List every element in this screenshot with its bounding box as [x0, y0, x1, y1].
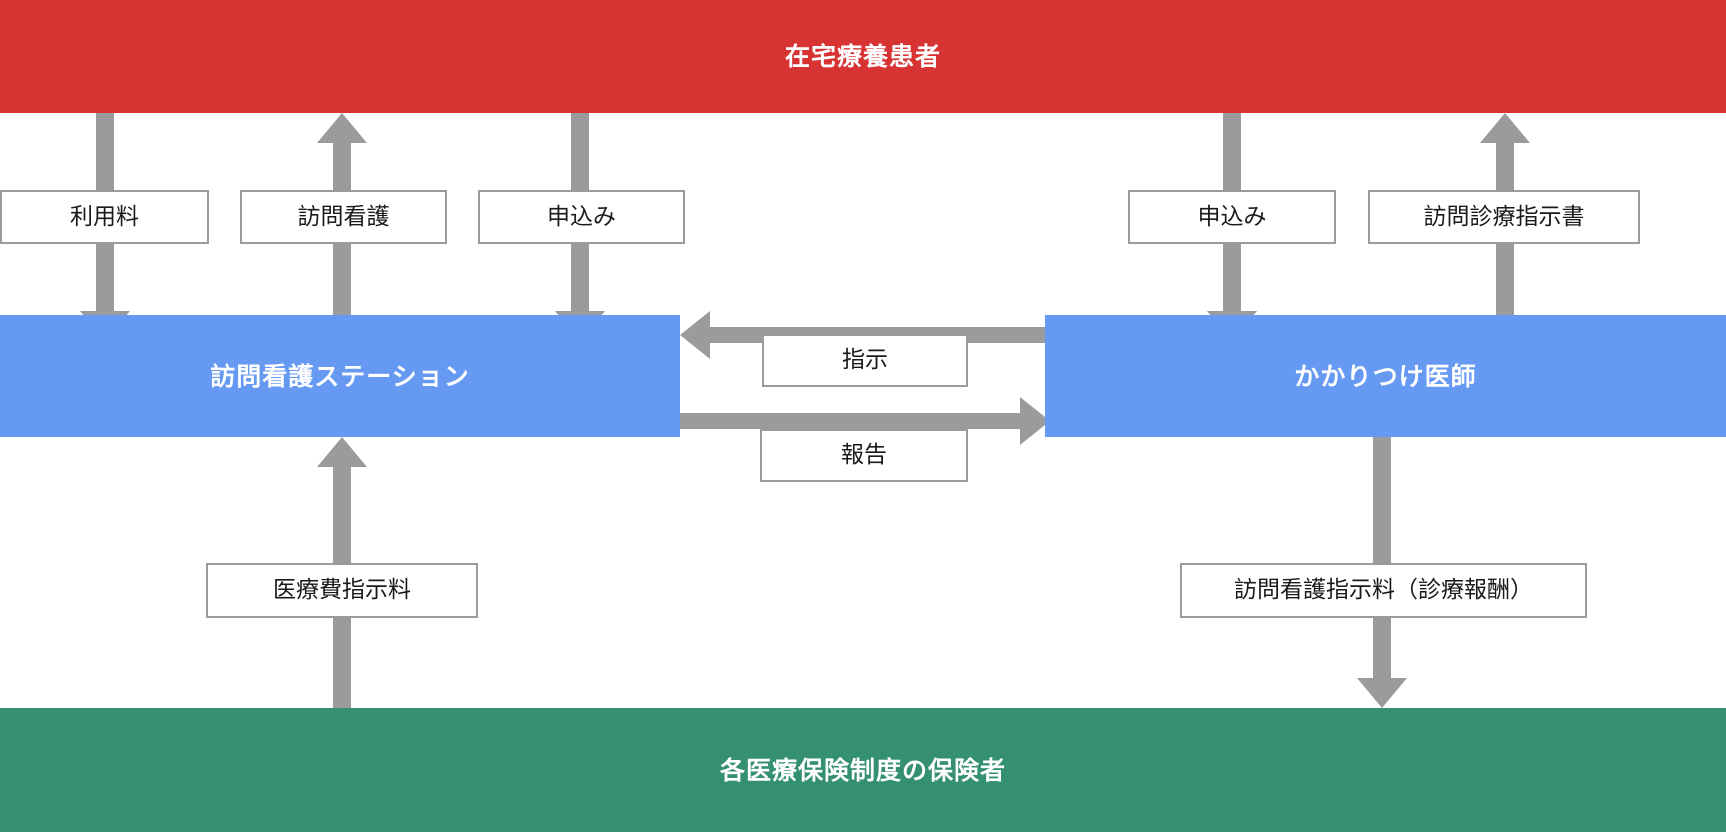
node-patient-label: 在宅療養患者	[784, 42, 941, 71]
edge-label-home-nursing: 訪問看護	[240, 190, 447, 244]
edge-label-text: 医療費指示料	[273, 577, 411, 603]
edge-label-text: 指示	[842, 347, 888, 373]
node-insurer: 各医療保険制度の保険者	[0, 708, 1726, 832]
arrow-shaft	[676, 413, 1021, 429]
node-family-doctor: かかりつけ医師	[1045, 315, 1726, 437]
arrow-head-left-icon	[680, 311, 710, 359]
edge-label-text: 訪問看護	[297, 203, 390, 230]
node-family-doctor-label: かかりつけ医師	[1294, 361, 1477, 391]
edge-label-report: 報告	[760, 429, 968, 482]
edge-label-text: 申込み	[1197, 203, 1267, 230]
node-insurer-label: 各医療保険制度の保険者	[719, 755, 1006, 785]
edge-label-medical-fee-directive: 医療費指示料	[206, 563, 478, 618]
edge-label-instruction: 指示	[762, 334, 968, 387]
edge-label-application-right: 申込み	[1128, 190, 1336, 244]
node-patient: 在宅療養患者	[0, 0, 1726, 113]
edge-label-text: 申込み	[547, 203, 616, 230]
edge-label-text: 利用料	[70, 203, 139, 230]
edge-label-usage-fee: 利用料	[0, 190, 209, 244]
arrow-head-down-icon	[1357, 678, 1407, 708]
edge-label-text: 訪問診療指示書	[1423, 203, 1585, 230]
arrow-head-up-icon	[317, 437, 367, 467]
node-nursing-station-label: 訪問看護ステーション	[210, 361, 470, 391]
arrow-head-up-icon	[317, 113, 367, 143]
arrow-down-nursing-directive-fee	[1357, 437, 1407, 708]
arrow-head-up-icon	[1480, 113, 1530, 143]
edge-label-home-care-directive: 訪問診療指示書	[1368, 190, 1640, 244]
edge-label-text: 訪問看護指示料（診療報酬）	[1234, 577, 1533, 603]
edge-label-nursing-directive-fee: 訪問看護指示料（診療報酬）	[1180, 563, 1587, 618]
edge-label-application-left: 申込み	[478, 190, 685, 244]
node-nursing-station: 訪問看護ステーション	[0, 315, 680, 437]
arrow-shaft	[1373, 437, 1391, 679]
edge-label-text: 報告	[841, 442, 887, 468]
